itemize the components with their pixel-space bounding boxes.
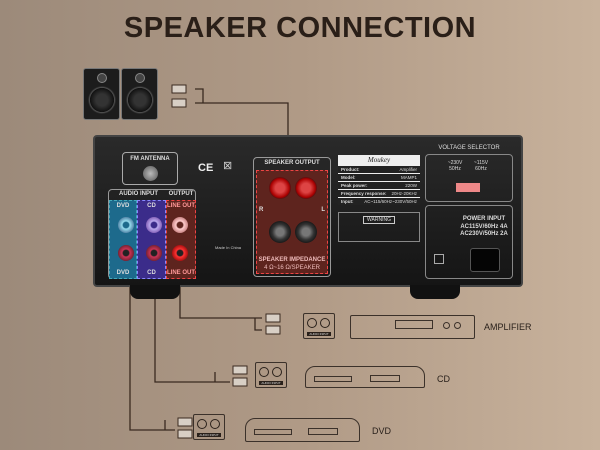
line-out-jack-l[interactable] <box>172 217 188 233</box>
warning-label: WARNING <box>338 212 420 242</box>
cd-label: CD <box>147 203 156 209</box>
spec-row: Product:Amplifier <box>338 166 420 173</box>
cd-jack-r[interactable] <box>146 245 162 261</box>
voltage-selector-label: VOLTAGE SELECTOR <box>438 145 500 151</box>
fm-antenna-connector[interactable] <box>143 166 158 181</box>
dvd-label: DVD <box>372 426 392 436</box>
foot-right <box>410 285 460 299</box>
amplifier-rear-panel: FM ANTENNA CE ⊠ AUDIO INPUT OUTPUT DVD D… <box>93 135 523 287</box>
amplifier-label: AMPLIFIER <box>484 322 532 332</box>
speaker-post-r-neg[interactable] <box>269 221 291 243</box>
dvd-label: DVD <box>116 203 130 209</box>
speaker-post-l-pos[interactable] <box>295 177 317 199</box>
voltage-230-label: ~230V 50Hz <box>447 160 463 172</box>
cd-player-device <box>305 366 425 388</box>
voltage-selector-panel: ~230V 50Hz ~115V 60Hz <box>425 154 513 202</box>
amplifier-audio-input-box: AUDIO INPUT <box>303 313 335 339</box>
audio-input-tag: AUDIO INPUT <box>307 332 331 336</box>
dvd-label-bottom: DVD <box>116 270 130 276</box>
line-out-label-bottom: LINE OUT <box>167 270 195 276</box>
impedance-value: 4 Ω~16 Ω/SPEAKER <box>264 265 320 271</box>
r-label: R <box>259 207 264 213</box>
audio-input-tag: AUDIO INPUT <box>197 433 221 437</box>
amplifier-device <box>350 315 475 339</box>
line-out-label: LINE OUT <box>167 203 195 209</box>
power-rating-1: AC115V/60Hz 4A <box>460 224 508 230</box>
dvd-jack-r[interactable] <box>118 245 134 261</box>
dvd-input-group: DVD DVD <box>109 200 137 279</box>
power-input-panel: POWER INPUT AC115V/60Hz 4A AC230V/50Hz 2… <box>425 205 513 279</box>
ce-mark: CE <box>198 162 214 174</box>
voltage-switch[interactable] <box>456 183 480 192</box>
fm-antenna-label: FM ANTENNA <box>130 156 170 162</box>
dvd-jack-l[interactable] <box>118 217 134 233</box>
power-input-label: POWER INPUT <box>462 216 506 222</box>
warning-text: WARNING <box>363 216 395 224</box>
power-rating-2: AC230V/50Hz 2A <box>460 231 508 237</box>
cd-label-bottom: CD <box>147 270 156 276</box>
fuse-holder[interactable] <box>434 254 444 264</box>
fm-antenna-panel: FM ANTENNA <box>122 152 178 185</box>
cd-jack-l[interactable] <box>146 217 162 233</box>
speaker-output-panel: SPEAKER OUTPUT R L SPEAKER IMPEDANCE 4 Ω… <box>253 157 331 277</box>
spec-row: Model:MAMP1 <box>338 174 420 181</box>
cd-label: CD <box>437 374 450 384</box>
page-title: SPEAKER CONNECTION <box>123 12 477 44</box>
brand-logo: Moukey <box>367 156 391 164</box>
speaker-left <box>83 68 120 120</box>
dvd-audio-input-box: AUDIO INPUT <box>193 414 225 440</box>
made-in-label: Made In China <box>215 245 242 250</box>
speaker-right <box>121 68 158 120</box>
speaker-output-label: SPEAKER OUTPUT <box>264 160 320 166</box>
output-label: OUTPUT <box>168 191 194 197</box>
spec-row: Input:AC~115/60Hz~230V/50Hz <box>338 198 420 205</box>
speaker-impedance-label: SPEAKER IMPEDANCE <box>258 257 326 263</box>
spec-row: Peak power:220W <box>338 182 420 189</box>
spec-row: Frequency response:20Hz-20KHz <box>338 190 420 197</box>
weee-bin-icon: ⊠ <box>223 160 233 172</box>
speaker-post-l-neg[interactable] <box>295 221 317 243</box>
foot-left <box>130 285 180 299</box>
voltage-115-label: ~115V 60Hz <box>473 160 489 172</box>
spec-label: Moukey Product:Amplifier Model:MAMP1 Pea… <box>338 155 420 205</box>
cd-input-group: CD CD <box>137 200 166 279</box>
speaker-post-r-pos[interactable] <box>269 177 291 199</box>
line-out-group: LINE OUT LINE OUT <box>166 200 196 279</box>
power-socket[interactable] <box>470 248 500 272</box>
speaker-terminals: R L SPEAKER IMPEDANCE 4 Ω~16 Ω/SPEAKER <box>256 170 328 274</box>
cd-audio-input-box: AUDIO INPUT <box>255 362 287 388</box>
line-out-jack-r[interactable] <box>172 245 188 261</box>
dvd-player-device <box>245 418 360 442</box>
audio-input-label: AUDIO INPUT <box>119 191 158 197</box>
audio-io-panel: AUDIO INPUT OUTPUT DVD DVD CD CD LINE OU… <box>108 189 196 279</box>
l-label: L <box>321 207 325 213</box>
audio-input-tag: AUDIO INPUT <box>259 381 283 385</box>
